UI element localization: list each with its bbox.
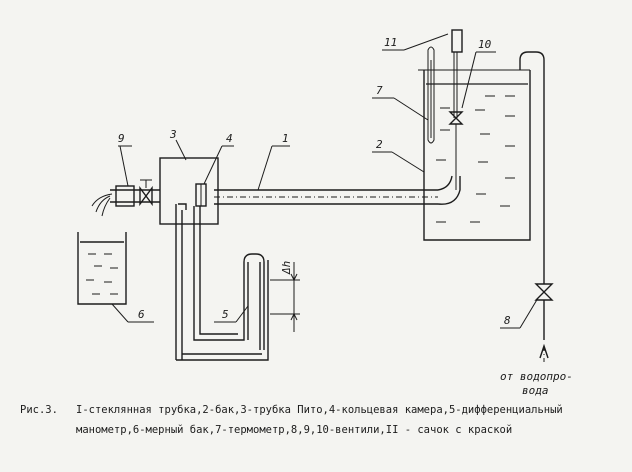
pitot-box [159, 157, 219, 360]
glass-tube [214, 175, 461, 205]
label-4: 4 [226, 132, 233, 145]
label-8: 8 [504, 314, 511, 327]
inlet-valve [534, 283, 554, 301]
label-11: 11 [384, 36, 397, 49]
measuring-tank [77, 232, 127, 305]
label-3: 3 [169, 128, 177, 141]
label-10: 10 [478, 38, 492, 51]
label-5: 5 [222, 308, 229, 321]
caption-prefix: Рис.3. [20, 404, 58, 416]
water-source-line1: от водопро- [500, 370, 573, 383]
outlet-valve [91, 179, 160, 217]
water-source-line2: вода [522, 384, 549, 397]
label-1: 1 [282, 132, 289, 145]
label-9: 9 [118, 132, 125, 145]
manometer [176, 206, 300, 361]
label-delta-h: Δh [280, 261, 293, 275]
label-2: 2 [376, 138, 383, 151]
leader-lines [111, 33, 539, 329]
label-6: 6 [138, 308, 145, 321]
dye-reservoir [448, 29, 464, 190]
label-7: 7 [376, 84, 383, 97]
tank [418, 51, 549, 362]
caption-line-2: манометр,6-мерный бак,7-термометр,8,9,10… [76, 424, 513, 436]
thermometer [427, 46, 435, 144]
caption-line-1: I-стеклянная трубка,2-бак,3-трубка Пито,… [76, 404, 563, 416]
